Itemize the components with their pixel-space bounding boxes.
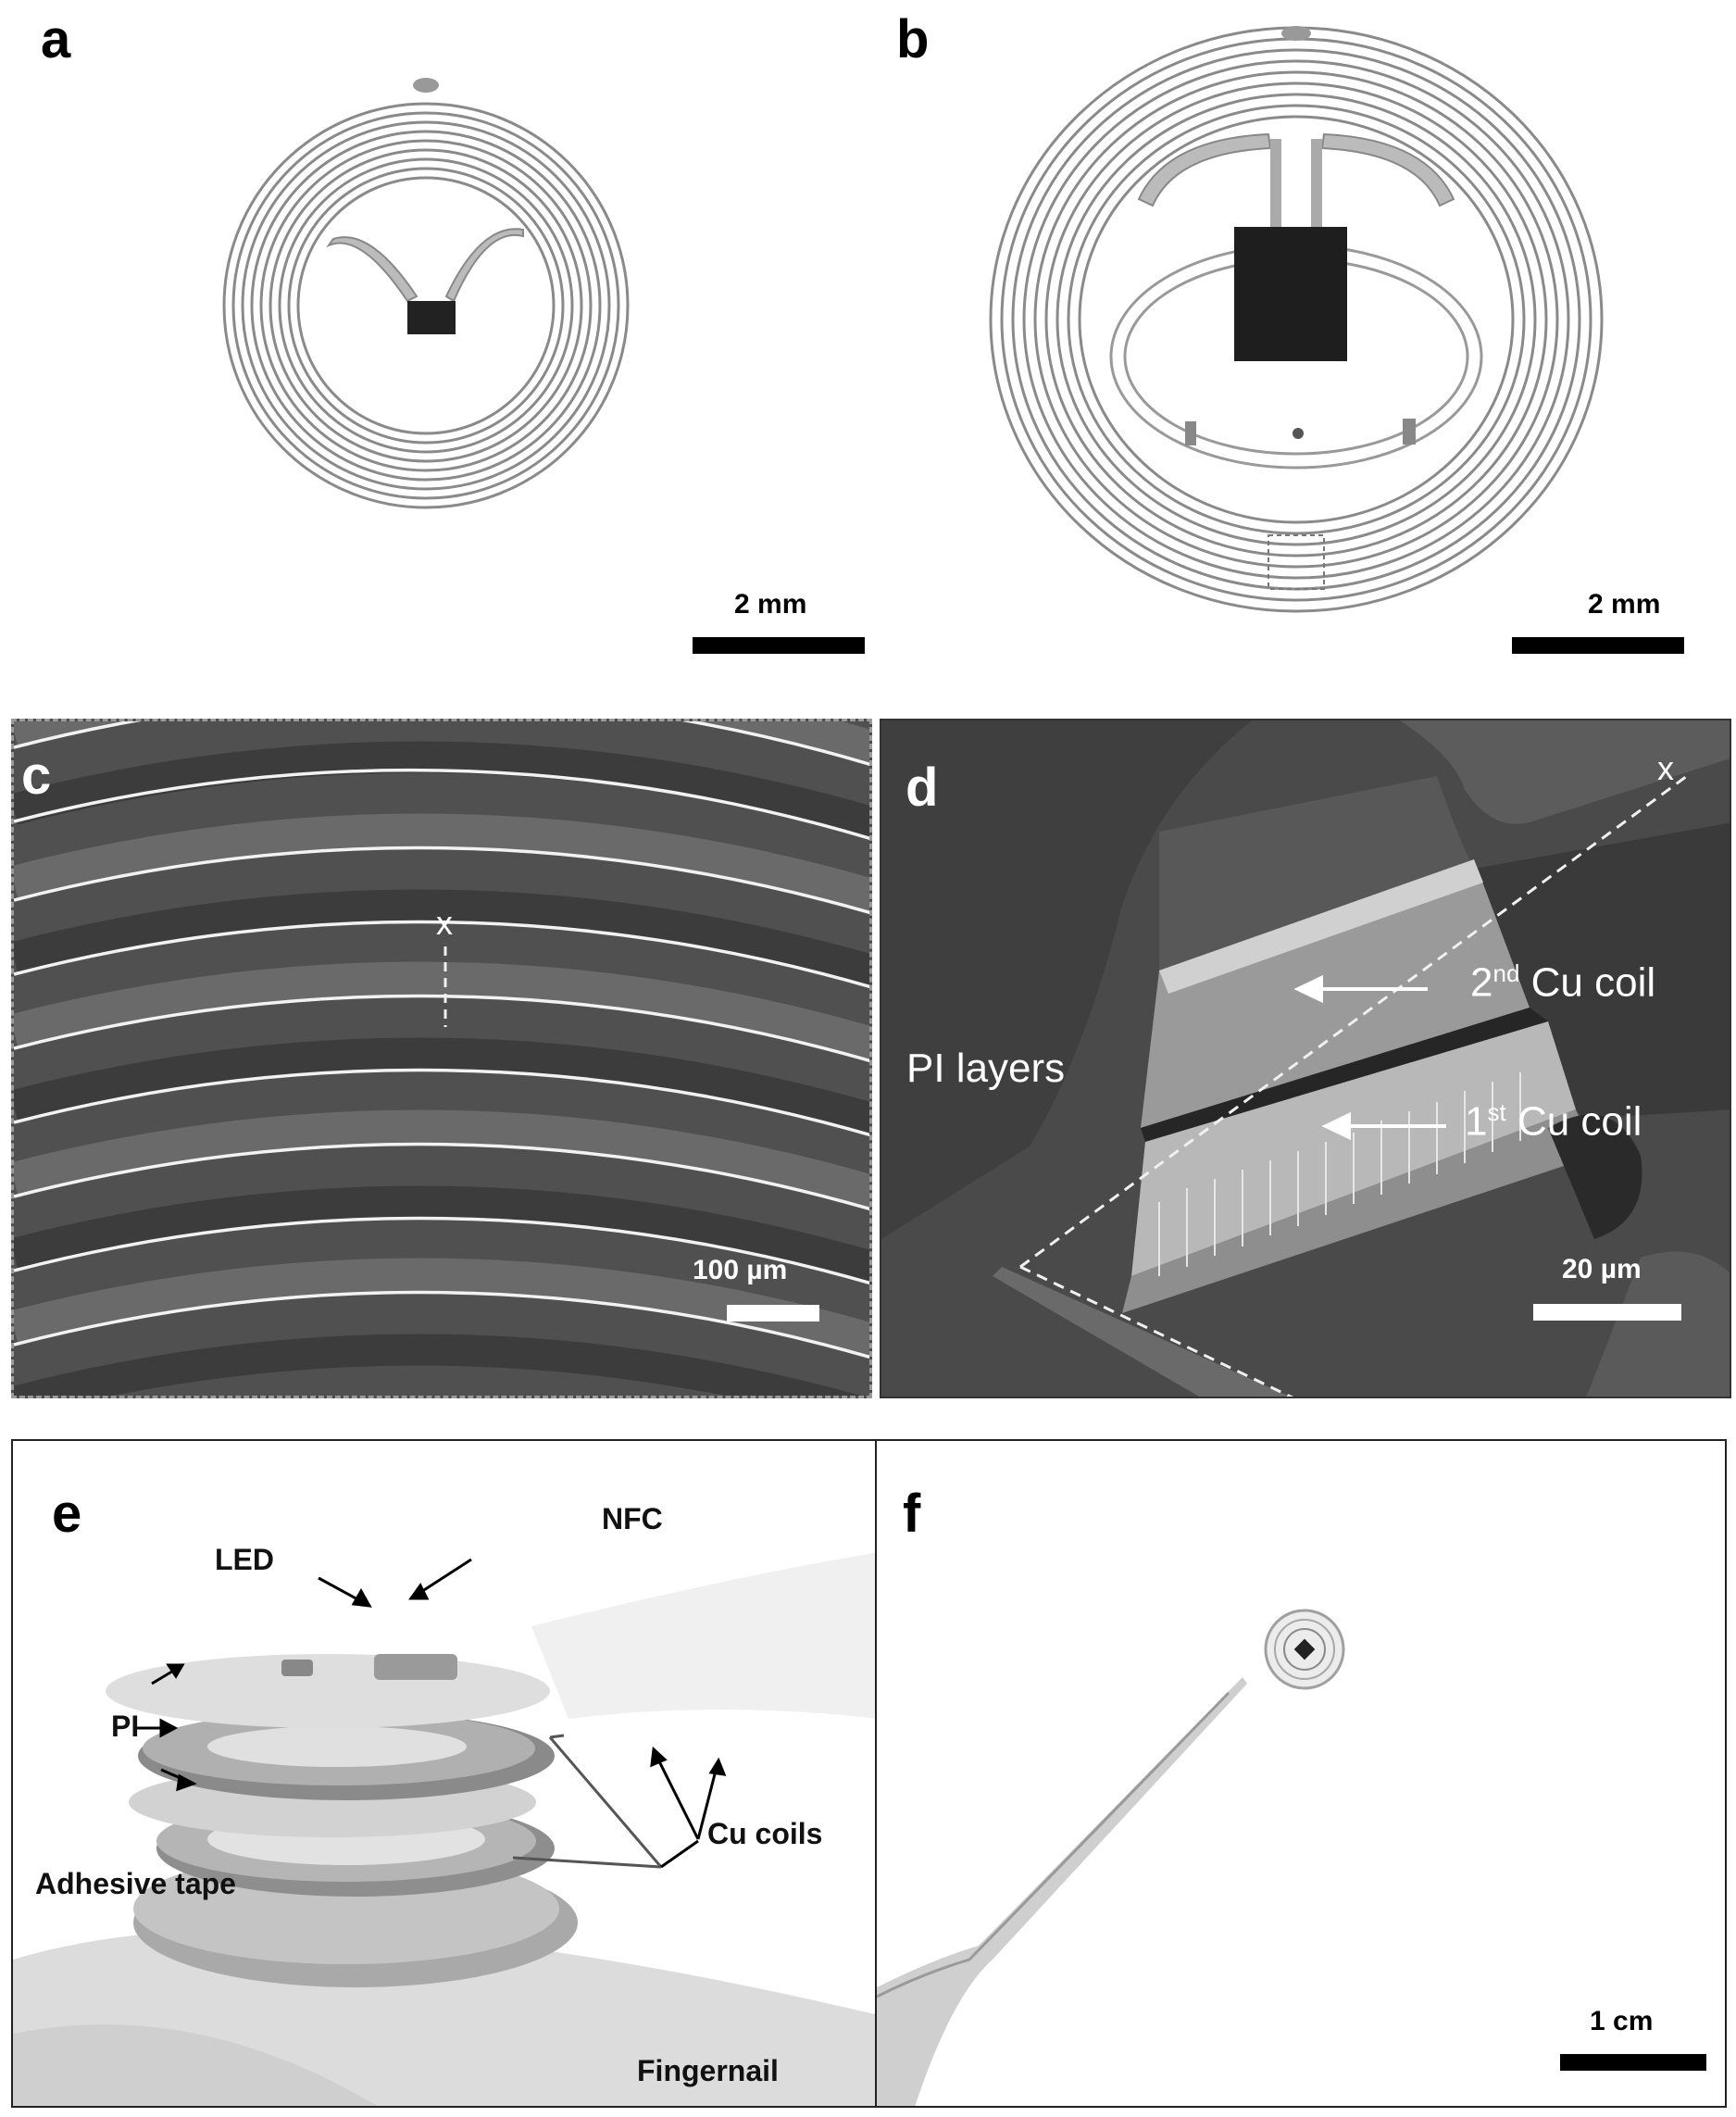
label-1st-sup: st	[1487, 1098, 1505, 1126]
cross-section-marker-c: x	[436, 907, 453, 940]
cross-section-marker-d: x	[1657, 752, 1674, 785]
label-2nd-text: Cu coil	[1531, 960, 1656, 1006]
scalebar-b	[1512, 637, 1684, 654]
label-nfc: NFC	[602, 1504, 663, 1534]
scalebar-d	[1533, 1304, 1681, 1321]
panel-b: b 2 mm	[870, 0, 1736, 685]
label-led: LED	[215, 1545, 274, 1574]
panel-label-e: e	[52, 1487, 81, 1541]
label-1st-cu-coil: 1st Cu coil	[1465, 1100, 1642, 1143]
label-fingernail: Fingernail	[637, 2056, 779, 2086]
label-2nd-cu-coil: 2nd Cu coil	[1470, 961, 1655, 1004]
exploded-device-schematic	[13, 1441, 877, 2108]
scalebar-a	[693, 637, 865, 654]
panel-f: f 1 cm	[875, 1439, 1727, 2108]
panel-label-d: d	[905, 761, 938, 815]
label-1st-num: 1	[1465, 1099, 1487, 1145]
scalebar-label-f: 1 cm	[1590, 2008, 1653, 2036]
scalebar-label-b: 2 mm	[1588, 591, 1660, 619]
panel-a: a 2 mm	[0, 0, 870, 685]
scalebar-label-a: 2 mm	[734, 591, 806, 619]
coil-image-b	[870, 0, 1736, 685]
panel-label-c: c	[21, 749, 51, 803]
scalebar-label-c: 100 µm	[693, 1257, 787, 1284]
panel-e: e LED NFC PI Cu coils Adhesive tape Fing…	[11, 1439, 877, 2108]
label-2nd-num: 2	[1470, 960, 1492, 1006]
label-2nd-sup: nd	[1492, 959, 1519, 987]
label-adhesive-tape: Adhesive tape	[35, 1869, 236, 1898]
label-pi: PI	[111, 1711, 139, 1741]
label-1st-text: Cu coil	[1517, 1099, 1642, 1145]
panel-c: c x 100 µm	[11, 719, 872, 1398]
label-pi-layers: PI layers	[906, 1048, 1065, 1089]
coil-image-a	[0, 0, 870, 685]
panel-d: d x PI layers 2nd Cu coil 1st Cu coil 20…	[880, 719, 1731, 1398]
scalebar-label-d: 20 µm	[1562, 1256, 1642, 1284]
panel-label-f: f	[903, 1487, 920, 1541]
scalebar-f	[1560, 2054, 1706, 2071]
label-cu-coils: Cu coils	[707, 1819, 822, 1848]
sem-coil-lines-c	[14, 721, 872, 1398]
scalebar-c	[727, 1305, 819, 1322]
